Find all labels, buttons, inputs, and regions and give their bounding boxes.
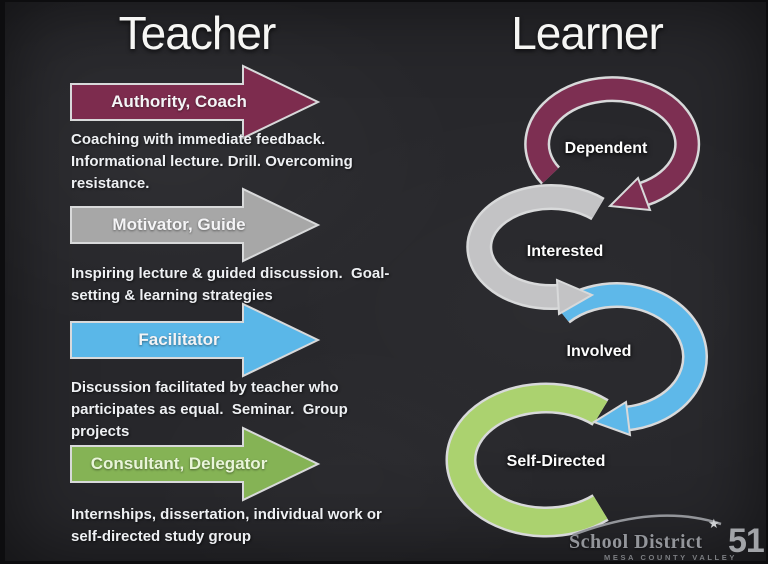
arrowhead-dependent [607, 176, 652, 212]
logo-name: School District [569, 531, 703, 553]
arrow-label-authority-coach: Authority, Coach [111, 92, 247, 111]
logo-number: 51 [728, 522, 765, 560]
block-arrow-authority-coach [70, 64, 321, 140]
stage-description-consultant: Internships, dissertation, individual wo… [71, 506, 387, 545]
arrowhead-involved [591, 400, 632, 437]
cycle-arrow-self-directed [445, 382, 609, 538]
page-title-teacher: Teacher [118, 7, 277, 59]
diagram-shapes [70, 64, 722, 538]
cycle-label-interested: Interested [526, 243, 604, 260]
arrow-label-facilitator: Facilitator [138, 330, 220, 349]
logo-tagline: MESA COUNTY VALLEY [604, 553, 737, 562]
cycle-arrow-interested [466, 184, 605, 316]
stage-description-authority: Coaching with immediate feedback. Inform… [71, 131, 357, 192]
arrowhead-interested [555, 278, 595, 316]
cycle-label-dependent: Dependent [564, 140, 648, 157]
stage-description-facilitator: Discussion facilitated by teacher who pa… [71, 379, 352, 440]
arrow-label-motivator-guide: Motivator, Guide [112, 215, 246, 234]
block-arrow-motivator-guide [70, 187, 321, 263]
stage-description-motivator: Inspiring lecture & guided discussion. G… [71, 265, 390, 304]
logo-star-icon: ★ [708, 516, 720, 531]
cycle-arrow-involved [553, 282, 708, 437]
logo-swoosh [572, 514, 722, 537]
cycle-label-involved: Involved [566, 343, 632, 360]
block-arrow-facilitator [70, 302, 321, 378]
cycle-label-self-directed: Self-Directed [506, 453, 606, 470]
page-title-learner: Learner [511, 7, 664, 59]
block-arrow-consultant-delegator [70, 426, 321, 502]
cycle-arrow-dependent [524, 76, 701, 212]
arrow-label-consultant-delegator: Consultant, Delegator [90, 454, 268, 473]
